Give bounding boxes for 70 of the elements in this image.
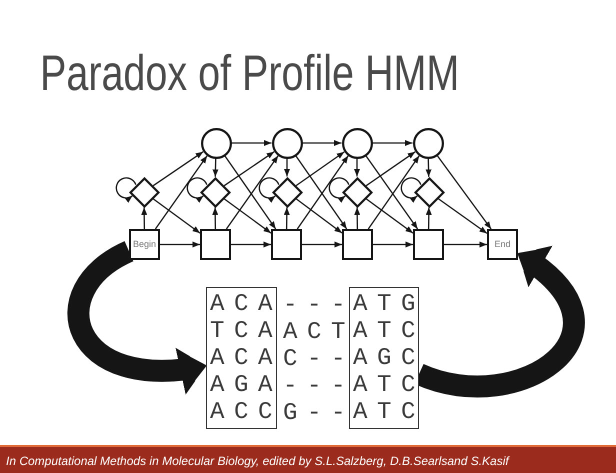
alignment-row-text: C - - xyxy=(283,346,344,372)
alignment-row-text: A G C xyxy=(353,345,415,372)
arrow xyxy=(436,155,492,230)
alignment-row-text: A T C xyxy=(353,399,415,426)
state-box xyxy=(413,229,444,260)
state-box xyxy=(200,229,231,260)
alignment-row-text: - - - xyxy=(283,292,344,318)
arrow xyxy=(372,140,412,146)
arrow xyxy=(160,242,200,248)
arrow xyxy=(224,198,272,234)
arrow xyxy=(232,140,272,146)
arrow xyxy=(426,158,432,177)
self-loop-arrow xyxy=(400,177,422,203)
state-label: End xyxy=(494,240,510,249)
curved-arrow xyxy=(68,242,208,394)
arrow xyxy=(426,207,432,229)
self-loop-arrow xyxy=(258,177,280,203)
alignment-row-text: A C T xyxy=(283,318,345,346)
arrow xyxy=(354,207,360,229)
alignment-row-text: A T C xyxy=(353,318,415,345)
arrow xyxy=(284,207,290,229)
state-diamond xyxy=(414,176,444,208)
state-diamond xyxy=(200,176,230,208)
alignment-row-text: A C A xyxy=(210,345,272,372)
arrow xyxy=(152,151,204,186)
self-loop-arrow xyxy=(116,177,136,203)
arrow xyxy=(444,242,487,248)
alignment-row-text: A C C xyxy=(210,399,272,426)
state-label: Begin xyxy=(132,240,156,249)
state-circle xyxy=(342,128,372,158)
arrow xyxy=(366,151,416,186)
alignment-block xyxy=(349,287,419,429)
state-diamond xyxy=(272,176,302,208)
self-loop-arrow xyxy=(328,177,350,203)
arrow xyxy=(296,151,345,186)
alignment-row-text: A T G xyxy=(353,291,415,318)
arrow xyxy=(296,198,342,234)
slide-title: Paradox of Profile HMM xyxy=(40,48,460,98)
arrow xyxy=(212,158,218,177)
alignment-row-text: A C A xyxy=(210,291,272,318)
arrow xyxy=(373,242,413,248)
arrow xyxy=(284,158,290,176)
state-circle xyxy=(272,128,302,158)
alignment-block xyxy=(206,287,277,429)
alignment-row-text: G - - xyxy=(283,400,344,426)
state-box xyxy=(342,229,373,260)
alignment-row-text: A G A xyxy=(210,372,272,399)
state-box xyxy=(129,229,160,260)
alignment-row-text: - - - xyxy=(283,372,344,400)
arrow xyxy=(231,242,271,248)
arrow xyxy=(438,198,488,234)
arrow xyxy=(302,140,342,146)
state-diamond xyxy=(128,176,160,208)
state-diamond xyxy=(342,176,372,208)
arrow xyxy=(302,242,342,248)
arrow xyxy=(212,207,218,229)
arrow xyxy=(354,158,360,176)
arrow xyxy=(141,207,148,229)
arrow xyxy=(366,198,414,234)
state-circle xyxy=(412,128,444,158)
alignment-row-text: T C A xyxy=(210,318,272,345)
arrow xyxy=(154,155,208,230)
arrow xyxy=(224,151,275,186)
state-box xyxy=(487,229,518,260)
state-circle xyxy=(200,128,232,158)
alignment-row-text: A T C xyxy=(353,372,415,399)
arrow xyxy=(152,198,200,234)
self-loop-arrow xyxy=(186,177,208,203)
citation-text: In Computational Methods in Molecular Biology, edited by S.L.Salzberg, D.B.Searlsand S.Kasif xyxy=(6,454,509,468)
state-box xyxy=(271,229,302,260)
